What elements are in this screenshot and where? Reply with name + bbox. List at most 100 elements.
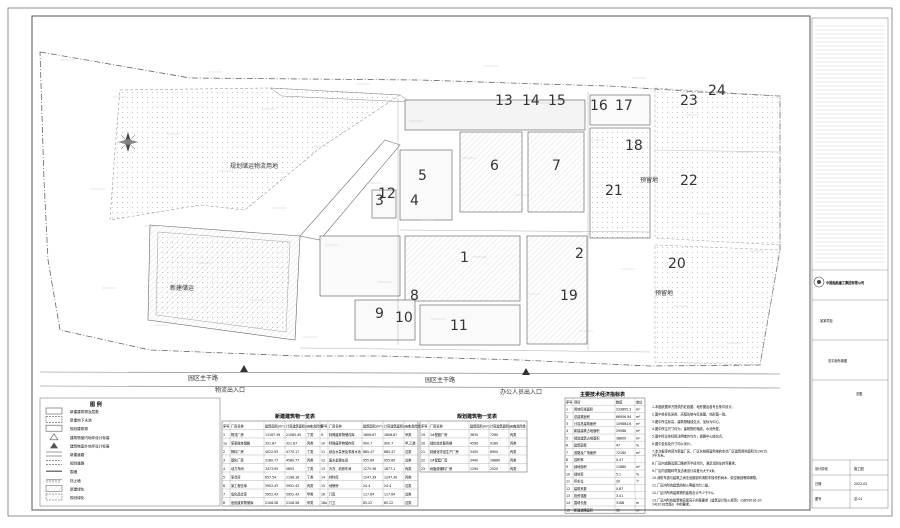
table-cell: 4775.17 xyxy=(286,450,299,454)
table-cell: 个 xyxy=(636,480,640,484)
table-cell: 4 xyxy=(566,429,568,433)
building-number: 16 xyxy=(590,98,608,114)
table-cell: 新建建筑占地面积 xyxy=(574,428,600,433)
table-cell: 885.47 xyxy=(384,450,395,454)
table-cell: 丙类 xyxy=(510,432,517,437)
table-cell: 3.41 xyxy=(616,494,623,498)
dashed-hatch-symbol-icon xyxy=(45,493,63,501)
table-cell: 4022.93 xyxy=(265,450,278,454)
note-line: 6.图中坐标及尺寸均以米计。 xyxy=(652,441,693,446)
table-cell: 综合水泵房及事故水池 xyxy=(329,449,362,454)
date-label: 日期 xyxy=(815,481,821,486)
table-cell: 16880 xyxy=(490,459,500,463)
table-cell: 11880 xyxy=(616,465,626,469)
table-header: 火灾危险性 xyxy=(307,424,324,429)
table-cell: 24.4 xyxy=(384,484,391,488)
legend-label: 新建绿化 xyxy=(70,486,85,491)
table-cell: 固化厂房 xyxy=(231,458,244,463)
table-cell: m² xyxy=(636,451,641,455)
table-cell: 规划建筑占地面积 xyxy=(574,435,600,440)
table-cell: 20 xyxy=(421,442,425,446)
table-header: 序号 xyxy=(566,399,572,404)
table-cell: 5.1 xyxy=(616,472,621,476)
table-cell: 955.89 xyxy=(363,459,374,463)
table-cell: 1a xyxy=(223,442,227,446)
building-number: 17 xyxy=(615,98,633,114)
note-line: 4.图中所注尺寸均为，建筑物的轴线，水池外壁。 xyxy=(652,426,722,431)
table-cell: 甲类 xyxy=(405,432,412,437)
table-header: 计容建筑面积(m²) xyxy=(384,424,410,429)
table-cell: m² xyxy=(636,436,641,440)
table-cell: % xyxy=(636,444,639,448)
label-new-warehouse: 新建储运 xyxy=(170,284,194,292)
planned-buildings-table: 规划建筑物一览表 序号厂房名称建筑面积(m²)计容建筑面积(m²)火灾危险性19… xyxy=(419,413,528,473)
table-cell: 1290 xyxy=(470,467,478,471)
table-cell: 9 xyxy=(566,465,568,469)
table-cell: 885.47 xyxy=(363,450,374,454)
indicators-title: 主要技术经济指标表 xyxy=(580,391,626,398)
building-number: 20 xyxy=(668,256,686,272)
table-cell: 32 xyxy=(616,508,620,512)
table-cell: 23 xyxy=(421,467,425,471)
table-cell: m² xyxy=(636,415,641,419)
table-cell: 5952.43 xyxy=(286,493,299,497)
table-cell: 1247.39 xyxy=(363,476,376,480)
table-cell: 丙类 xyxy=(510,458,517,463)
dashed-line-symbol-icon xyxy=(46,460,62,465)
internal-roads xyxy=(299,92,651,353)
legend-label: 围墙 xyxy=(70,469,78,474)
table-cell: 树脂原辅料厂房 xyxy=(430,466,452,471)
note-line: 10.消防车道与建筑之间无设置影响消防车操作的树木、架空管线等障碍物。 xyxy=(652,475,759,480)
dashed-rect-symbol-icon xyxy=(45,416,63,423)
table-cell: 38600 xyxy=(616,436,626,440)
building-number: 9 xyxy=(375,306,384,322)
note-line: 12.厂区内所有建筑物的建筑合计不少于5%。 xyxy=(652,490,716,495)
table-cell: 3440 xyxy=(470,459,478,463)
sheet-value: 总-01 xyxy=(854,496,862,501)
table-header: 计容建筑面积(m²) xyxy=(490,424,516,429)
table-header: 项目 xyxy=(574,400,580,404)
legend-label: 规划绿化 xyxy=(70,495,85,500)
table-cell: m² xyxy=(636,408,641,412)
building-number: 8 xyxy=(410,288,419,304)
entrance-arrow-icon xyxy=(240,365,248,372)
legend-item: 新建地下水池 xyxy=(45,416,92,423)
table-cell: 甲,乙类 xyxy=(405,441,416,446)
table-cell: 丙类 xyxy=(307,441,314,446)
table-cell: 72160 xyxy=(616,451,626,455)
park-road-line-2 xyxy=(39,385,781,389)
table-cell: 85.22 xyxy=(384,501,393,505)
new-buildings-table: 新建建筑物一览表 序号厂房名称建筑面积(m²)计容建筑面积(m²)火灾危险性序号… xyxy=(221,413,422,507)
table-cell: 绿地面积 xyxy=(574,464,588,469)
entrance-arrow-icon-2 xyxy=(522,368,530,375)
table-cell: 4580.77 xyxy=(286,459,299,463)
title-block: 中国船舶重工集团有限公司 某某项目 总平面布置图 设计阶段 施工图 日期 202… xyxy=(811,17,889,509)
table-header: 建筑面积(m²) xyxy=(363,424,383,429)
legend-label: 新建建筑物及层数 xyxy=(70,409,99,414)
table-cell: 1677.1 xyxy=(384,467,395,471)
table-cell: 12 xyxy=(321,459,325,463)
table-cell: 丁类 xyxy=(307,449,314,454)
legend: 图 例 新建建筑物及层数新建地下水池规划建筑物建筑物室内地坪设计标高建筑物室外地… xyxy=(39,397,221,507)
table-cell: 道路及广场面积 xyxy=(574,450,597,455)
legend-item: 规划建筑物 xyxy=(45,424,88,432)
table-cell: 321.87 xyxy=(265,442,276,446)
table-header: 建筑面积(m²) xyxy=(265,424,285,429)
table-cell: 1247.39 xyxy=(384,476,397,480)
table-cell: 戊类 xyxy=(405,483,412,488)
table-cell: 投资强度 xyxy=(574,493,588,498)
table-cell: 21 xyxy=(421,450,425,454)
drawing-name: 总平面布置图 xyxy=(828,358,847,363)
table-cell: 10 xyxy=(566,472,570,476)
table-cell: 233805.3 xyxy=(616,408,631,412)
table-cell: 戊类 xyxy=(405,492,412,497)
table-cell: 用地红线面积 xyxy=(574,407,594,412)
table-cell: 8 xyxy=(223,501,225,505)
building-number: 18 xyxy=(625,138,643,154)
table-cell: m² xyxy=(636,429,641,433)
label-planned-warehouse: 规划储运物流用地 xyxy=(230,162,278,170)
label-park-main-road-2: 园区主干路 xyxy=(425,376,455,384)
legend-item: 建筑物室外地坪设计标高 xyxy=(50,442,110,449)
table-cell: 新建道路面积 xyxy=(574,507,594,512)
